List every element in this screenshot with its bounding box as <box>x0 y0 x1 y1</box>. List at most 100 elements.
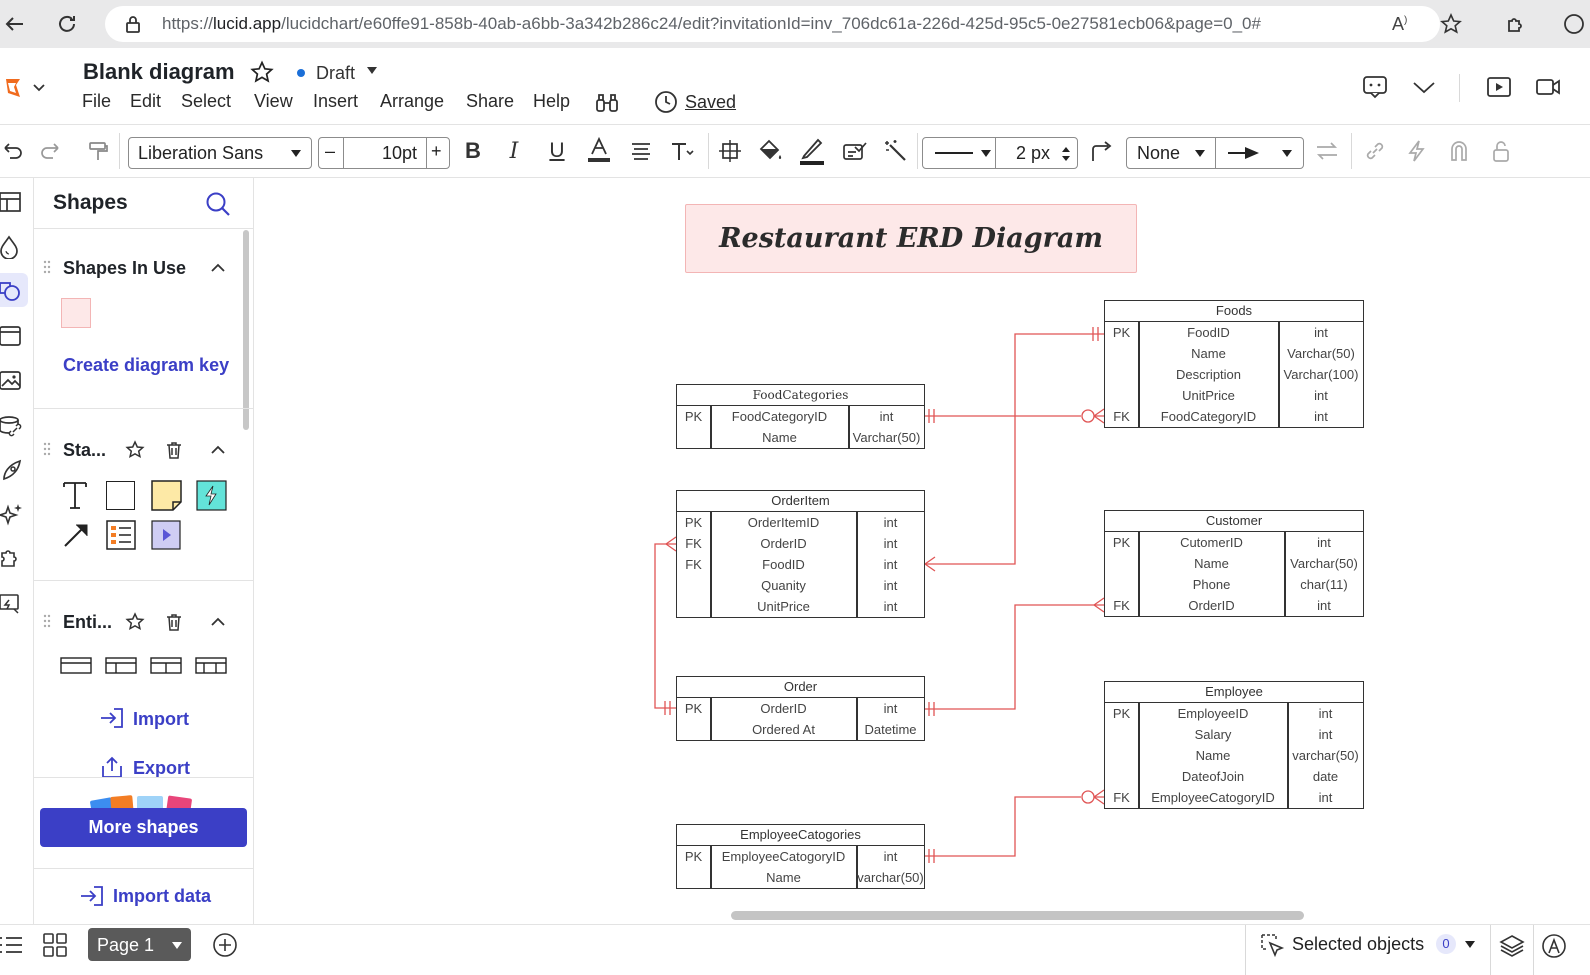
sticky-note-shape-icon[interactable] <box>151 480 182 511</box>
menu-file[interactable]: File <box>82 91 112 111</box>
address-bar[interactable]: https://lucid.app/lucidchart/e60ffe91-85… <box>105 6 1440 42</box>
connector-order-customer[interactable] <box>925 597 1105 716</box>
drag-handle-icon[interactable] <box>43 442 51 456</box>
connector-foodcategories-foods[interactable] <box>925 408 1105 424</box>
page-tab[interactable]: Page 1 <box>88 928 191 961</box>
menu-edit[interactable]: Edit <box>130 91 162 111</box>
layers-icon[interactable] <box>1499 933 1525 959</box>
delete-section-trash-icon[interactable] <box>164 612 184 632</box>
link-icon[interactable] <box>1362 138 1388 164</box>
magic-wand-icon[interactable] <box>884 138 910 164</box>
import-icon[interactable] <box>100 707 124 729</box>
create-diagram-key-link[interactable]: Create diagram key <box>63 355 230 375</box>
menu-share[interactable]: Share <box>466 91 515 111</box>
entity-shape-3-icon[interactable] <box>150 657 182 674</box>
line-style-select[interactable]: 2 px <box>922 137 1078 169</box>
lucid-logo[interactable] <box>0 75 26 101</box>
swap-endpoints-icon[interactable] <box>1314 138 1340 164</box>
connector-orderitem-foods[interactable] <box>924 327 1104 572</box>
rectangle-shape-icon[interactable] <box>106 481 135 510</box>
style-options-icon[interactable] <box>841 138 867 164</box>
increase-font-size-icon[interactable]: + <box>431 141 442 161</box>
magnet-icon[interactable] <box>1446 138 1472 164</box>
binoculars-icon[interactable] <box>594 90 620 116</box>
text-color-icon[interactable] <box>586 136 612 164</box>
accessibility-icon[interactable] <box>1541 933 1567 959</box>
undo-icon[interactable] <box>0 138 26 164</box>
back-icon[interactable] <box>0 10 28 38</box>
video-call-icon[interactable] <box>1535 74 1561 100</box>
theme-drop-icon[interactable] <box>0 235 24 259</box>
comments-icon[interactable] <box>1362 74 1388 100</box>
menu-help[interactable]: Help <box>533 91 571 111</box>
shapes-in-use-title[interactable]: Shapes In Use <box>63 258 187 278</box>
drag-handle-icon[interactable] <box>43 260 51 274</box>
font-size-stepper[interactable]: – 10pt + <box>318 137 450 169</box>
logo-menu-caret-icon[interactable] <box>32 80 46 96</box>
selected-objects-label[interactable]: Selected objects <box>1292 934 1425 954</box>
history-clock-icon[interactable] <box>654 90 678 114</box>
quick-import-icon[interactable] <box>0 592 24 616</box>
favorite-section-star-icon[interactable] <box>125 440 145 460</box>
saved-status-link[interactable]: Saved <box>685 92 737 112</box>
collapse-section-icon[interactable] <box>210 260 226 276</box>
export-link[interactable]: Export <box>133 758 191 778</box>
selection-cursor-icon[interactable] <box>1260 933 1286 959</box>
standard-section-title[interactable]: Sta... <box>63 440 107 460</box>
list-shape-icon[interactable] <box>106 520 136 550</box>
decrease-font-size-icon[interactable]: – <box>325 141 336 161</box>
favorite-star-icon[interactable] <box>1437 10 1465 38</box>
shape-in-use-swatch[interactable] <box>61 298 91 328</box>
text-shape-icon[interactable] <box>61 480 89 510</box>
ai-sparkle-icon[interactable] <box>0 503 24 527</box>
entity-shape-2-icon[interactable] <box>105 657 137 674</box>
favorite-document-icon[interactable] <box>250 60 274 84</box>
format-painter-icon[interactable] <box>85 138 111 164</box>
menu-insert[interactable]: Insert <box>313 91 359 111</box>
import-link[interactable]: Import <box>133 709 189 729</box>
entity-shape-1-icon[interactable] <box>60 657 92 674</box>
bold-icon[interactable]: B <box>465 138 481 163</box>
diagram-canvas[interactable]: Restaurant ERD Diagram <box>255 178 1590 924</box>
profile-icon[interactable] <box>1560 10 1588 38</box>
collapse-section-icon[interactable] <box>210 442 226 458</box>
import-data-icon[interactable] <box>80 885 104 907</box>
font-family-select[interactable]: Liberation Sans <box>128 137 312 169</box>
collapse-chevron-icon[interactable] <box>1411 74 1437 100</box>
redo-icon[interactable] <box>37 138 63 164</box>
canvas-horizontal-scrollbar[interactable] <box>731 911 1304 920</box>
selected-objects-caret-icon[interactable] <box>1465 941 1475 948</box>
page-list-icon[interactable] <box>0 935 24 957</box>
entity-shape-4-icon[interactable] <box>195 657 227 674</box>
read-aloud-icon[interactable]: A) <box>1392 14 1408 34</box>
image-icon[interactable] <box>0 369 24 393</box>
export-icon[interactable] <box>100 756 124 778</box>
underline-icon[interactable]: U <box>549 139 565 162</box>
containers-icon[interactable] <box>0 324 24 348</box>
line-width-stepper-icon[interactable] <box>1061 144 1071 164</box>
favorite-section-star-icon[interactable] <box>125 612 145 632</box>
shape-options-icon[interactable] <box>717 138 743 164</box>
drag-handle-icon[interactable] <box>43 614 51 628</box>
page-tab-caret-icon[interactable] <box>172 942 182 949</box>
refresh-icon[interactable] <box>53 10 81 38</box>
line-color-icon[interactable] <box>799 138 825 165</box>
menu-select[interactable]: Select <box>181 91 232 111</box>
add-page-icon[interactable] <box>212 932 238 958</box>
more-shapes-button[interactable]: More shapes <box>40 808 247 847</box>
draft-caret-icon[interactable] <box>367 67 377 74</box>
action-lightning-icon[interactable] <box>1404 138 1430 164</box>
extensions-icon[interactable] <box>1502 10 1530 38</box>
integrations-puzzle-icon[interactable] <box>0 546 24 570</box>
search-shapes-icon[interactable] <box>204 190 232 218</box>
connector-order-orderitem[interactable] <box>654 536 677 715</box>
text-options-icon[interactable] <box>670 138 696 164</box>
connector-employeecategories-employee[interactable] <box>925 789 1105 863</box>
rocket-icon[interactable] <box>0 459 24 483</box>
